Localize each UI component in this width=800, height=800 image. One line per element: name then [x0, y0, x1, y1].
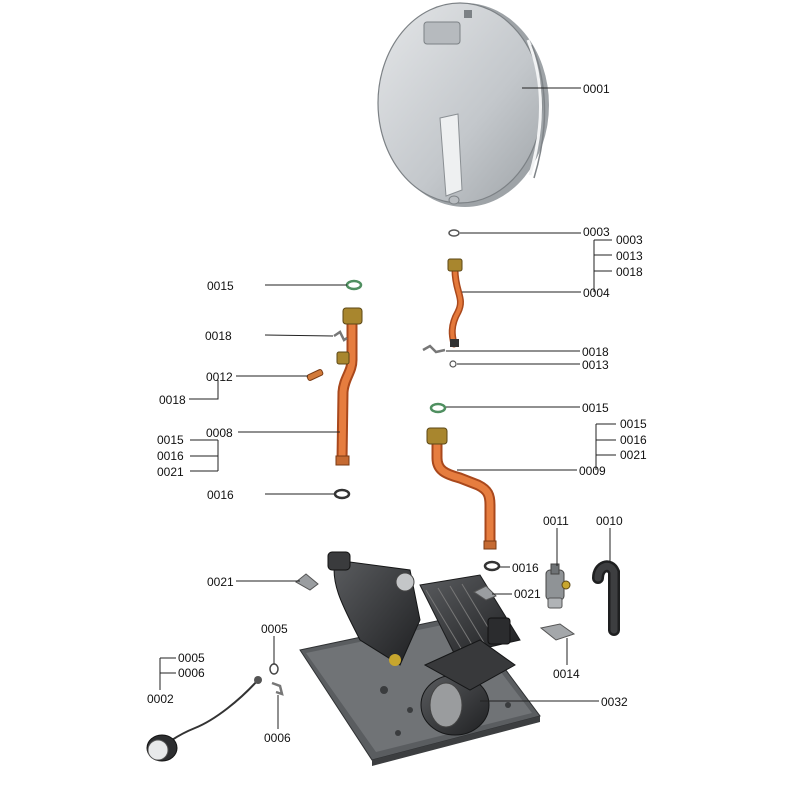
clip-0006	[271, 681, 284, 696]
seal-0016-right	[483, 560, 501, 572]
label-0011: 0011	[543, 514, 569, 528]
label-0018-group: 0018	[616, 265, 643, 279]
label-0010: 0010	[596, 514, 623, 528]
clip-0014	[539, 623, 576, 641]
label-0013-group: 0013	[616, 249, 643, 263]
label-0001: 0001	[583, 82, 610, 96]
label-0015-left: 0015	[207, 279, 234, 293]
label-0016-right: 0016	[512, 561, 539, 575]
label-0013: 0013	[582, 358, 609, 372]
clip-0018-left	[333, 330, 348, 342]
label-0015-group-left: 0015	[157, 433, 184, 447]
label-0004: 0004	[583, 286, 610, 300]
label-0018-left: 0018	[205, 329, 232, 343]
label-0003-group: 0003	[616, 233, 643, 247]
label-0018-group-left: 0018	[159, 393, 186, 407]
label-0018-right: 0018	[582, 345, 609, 359]
label-0006: 0006	[264, 731, 291, 745]
expansion-vessel	[377, 2, 549, 207]
label-0021-right: 0021	[514, 587, 541, 601]
label-0003: 0003	[583, 225, 610, 239]
label-0005: 0005	[261, 622, 288, 636]
label-0005-group: 0005	[178, 651, 205, 665]
label-0002: 0002	[147, 692, 174, 706]
label-0016-group-left: 0016	[157, 449, 184, 463]
leader-lines	[159, 87, 616, 729]
label-0012: 0012	[206, 370, 233, 384]
sensor-0012	[306, 351, 350, 381]
label-0014: 0014	[553, 667, 580, 681]
pipe-0008	[335, 307, 363, 466]
safety-valve-0011	[545, 563, 571, 609]
seal-0015-right	[429, 402, 447, 414]
seal-0015-left	[345, 279, 363, 291]
label-0008: 0008	[206, 426, 233, 440]
label-0016-group-right: 0016	[620, 433, 647, 447]
drain-hose-0010	[592, 560, 620, 636]
clip-0018-right	[422, 344, 446, 354]
label-0021-group-right: 0021	[620, 448, 647, 462]
label-0016-left: 0016	[207, 488, 234, 502]
clip-0021-left	[295, 573, 319, 591]
label-0021-left: 0021	[207, 575, 234, 589]
seal-0003	[448, 229, 460, 237]
pipe-0009	[426, 427, 497, 550]
label-0015-group-right: 0015	[620, 417, 647, 431]
part-labels: 0001 0003 0003 0013 0018 0004 0015 0018 …	[147, 82, 647, 745]
label-0015-right: 0015	[582, 401, 609, 415]
label-0032: 0032	[601, 695, 628, 709]
label-0009: 0009	[579, 464, 606, 478]
hydraulic-unit	[299, 551, 541, 766]
clip-0021-right	[473, 585, 497, 601]
pipe-0004	[447, 258, 464, 348]
seal-0013	[449, 360, 457, 368]
pressure-gauge-0002	[146, 676, 262, 762]
seal-0016-left	[333, 488, 351, 500]
label-0021-group-left: 0021	[157, 465, 184, 479]
label-0006-group: 0006	[178, 666, 205, 680]
seal-0005	[269, 663, 279, 675]
